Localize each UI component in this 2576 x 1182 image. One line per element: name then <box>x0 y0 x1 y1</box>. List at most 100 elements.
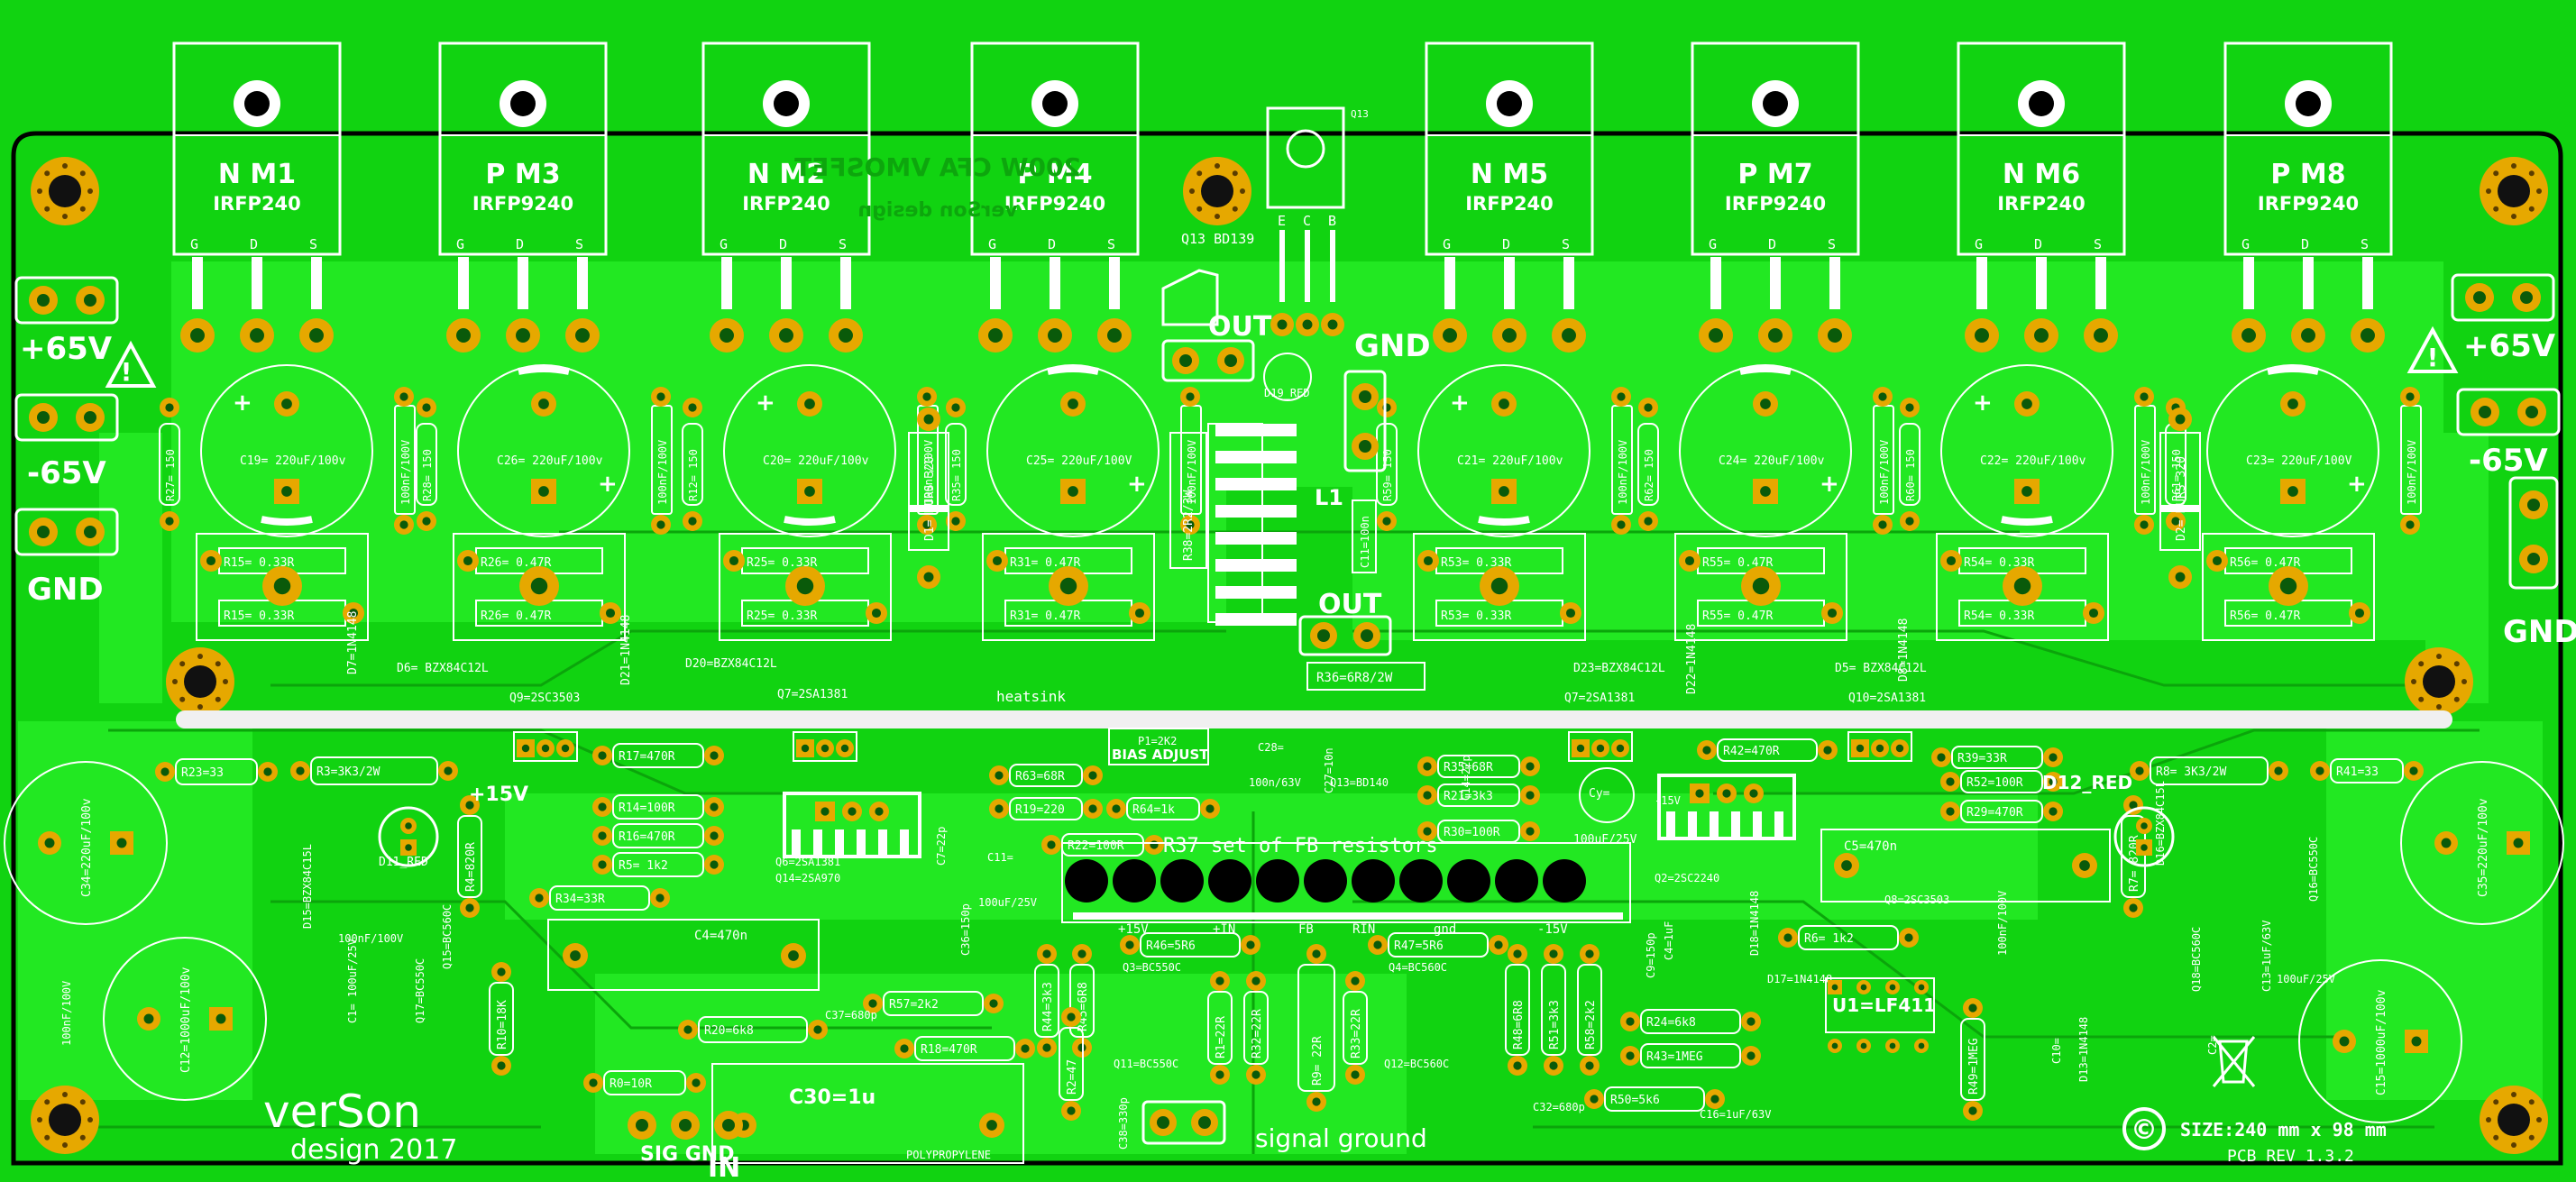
pad-hole <box>1856 744 1865 753</box>
resistor-body <box>612 852 704 877</box>
lower-left-label: Q17=BC550C <box>414 958 426 1023</box>
r36-label: R36=6R8/2W <box>1316 671 1393 685</box>
pad-hole <box>1068 399 1078 409</box>
resistor: R51=3k3 <box>1541 944 1566 1076</box>
capacitor-label: C5=470n <box>1844 839 1897 854</box>
c5-capacitor: C5=470n <box>1820 829 2111 903</box>
lower-bulk-capacitor: C35=220uF/100v <box>2400 761 2564 925</box>
resistor-label: R33=22R <box>1350 1009 1363 1058</box>
mosfet-part: IRFP9240 <box>1004 193 1105 215</box>
pad-hole <box>710 802 719 811</box>
resistor: R4=820R <box>457 795 482 918</box>
mosfet-pin-letter: S <box>1828 236 1836 252</box>
pad-hole <box>1905 403 1914 412</box>
mosfet-pin-letter: D <box>2301 236 2309 252</box>
resistor-label: R20=6k8 <box>704 1024 754 1038</box>
left-connector-minus65: -65V <box>27 455 106 491</box>
pad-hole <box>1937 753 1946 762</box>
heatsink-label: heatsink <box>996 688 1066 705</box>
pad-hole <box>1878 520 1887 529</box>
source-resistor-label: R54= 0.33R <box>1964 609 2034 623</box>
brand-name: verSon <box>263 1086 421 1138</box>
pad-hole <box>2301 328 2315 343</box>
right-connector-gnd: GND <box>2503 614 2576 650</box>
resistor-label: R43=1MEG <box>1646 1050 1703 1064</box>
resistor: R2=47 <box>1059 1007 1084 1121</box>
pad-hole <box>521 744 530 753</box>
capacitor-body <box>711 1063 1024 1164</box>
pad-hole <box>1215 976 1224 985</box>
pad-hole <box>922 392 931 401</box>
pad-hole <box>1616 744 1625 753</box>
fb-resistor-pad <box>1208 859 1251 903</box>
signal-ground-label: signal ground <box>1255 1123 1427 1153</box>
lower-center-label: Q4=BC560C <box>1389 961 1447 974</box>
resistor-body <box>1034 964 1059 1038</box>
fb-pin-label: RIN <box>1352 922 1375 937</box>
middle-left-label: D7=1N4148 <box>346 611 360 674</box>
diode-label: D2= MURS 320 <box>2175 456 2188 541</box>
pad-hole <box>399 392 408 401</box>
source-resistor-block <box>453 533 626 641</box>
pad-hole <box>516 328 530 343</box>
hole-via <box>2493 206 2499 212</box>
resistor: R6= 1k2 <box>1778 925 1919 950</box>
pad-hole <box>683 1025 692 1034</box>
pad-hole <box>804 486 815 497</box>
mosfet-pin-letter: G <box>1443 236 1451 252</box>
lower-bulk-capacitor: C34=220uF/100v <box>4 761 168 925</box>
pad-hole <box>2094 328 2108 343</box>
resistor-body <box>310 756 438 785</box>
resistor-label: R63=68R <box>1015 770 1065 783</box>
pad-hole <box>710 751 719 760</box>
resistor-body <box>612 823 704 848</box>
pad-hole <box>875 807 884 816</box>
diode-body <box>908 432 949 551</box>
pad-hole <box>1107 328 1122 343</box>
resistor-body <box>698 1016 808 1043</box>
capacitor-value: 100uF/25V <box>1573 833 1637 847</box>
hole-via <box>1232 206 1238 212</box>
lower-left-label: +15V <box>469 783 528 806</box>
capacitor-label: C24= 220uF/100v <box>1719 454 1825 468</box>
resistor: R49=1MEG <box>1960 998 1985 1121</box>
left-connector-gnd: GND <box>27 572 104 608</box>
mosfet-part: IRFP240 <box>1465 193 1554 215</box>
fb-resistor-pad <box>1065 859 1108 903</box>
led-indicator <box>2113 806 2175 867</box>
resistor: R48=6R8 <box>1505 944 1530 1076</box>
mosfet-name: P M8 <box>2270 159 2345 190</box>
resistor-body <box>549 885 650 911</box>
mosfet-body <box>1425 41 1594 256</box>
pad-hole <box>1783 933 1792 942</box>
inductor-l1: L1 <box>1207 423 1343 626</box>
gate-resistor-label: R35= 150 <box>950 449 963 501</box>
source-resistor-label: R56= 0.47R <box>2230 556 2300 570</box>
resistor: R8= 3K3/2W <box>2130 756 2288 785</box>
hole-center <box>49 175 81 207</box>
lower-right-label: 100uF/25V <box>2277 973 2335 985</box>
pad-hole <box>1549 1061 1558 1070</box>
pad-hole <box>1760 486 1771 497</box>
heatsink-fin <box>1688 811 1697 838</box>
pad-hole <box>1059 577 1077 595</box>
pad-hole <box>1186 520 1195 529</box>
resistor-body <box>1169 432 1207 569</box>
lower-left-label: C1= 100uF/25V <box>346 939 359 1023</box>
polarity-plus: + <box>598 471 618 498</box>
output-block: OUT GND L1 OUT R36=6R8/2W <box>1161 269 1431 691</box>
hole-center <box>1201 175 1233 207</box>
resistor-label: R10=18K <box>496 1000 509 1049</box>
mosfet-mount-hole-center <box>244 91 270 116</box>
pad-hole <box>273 577 291 595</box>
mosfet-pin-letter: D <box>1502 236 1510 252</box>
film-capacitor-label: 100nF/100V <box>399 440 412 505</box>
resistor: R1=22R <box>1207 971 1233 1085</box>
resistor-body <box>489 982 514 1056</box>
hole-via <box>2453 696 2460 702</box>
driver-transistor <box>793 731 857 762</box>
resistor: R10=18K <box>489 962 514 1076</box>
